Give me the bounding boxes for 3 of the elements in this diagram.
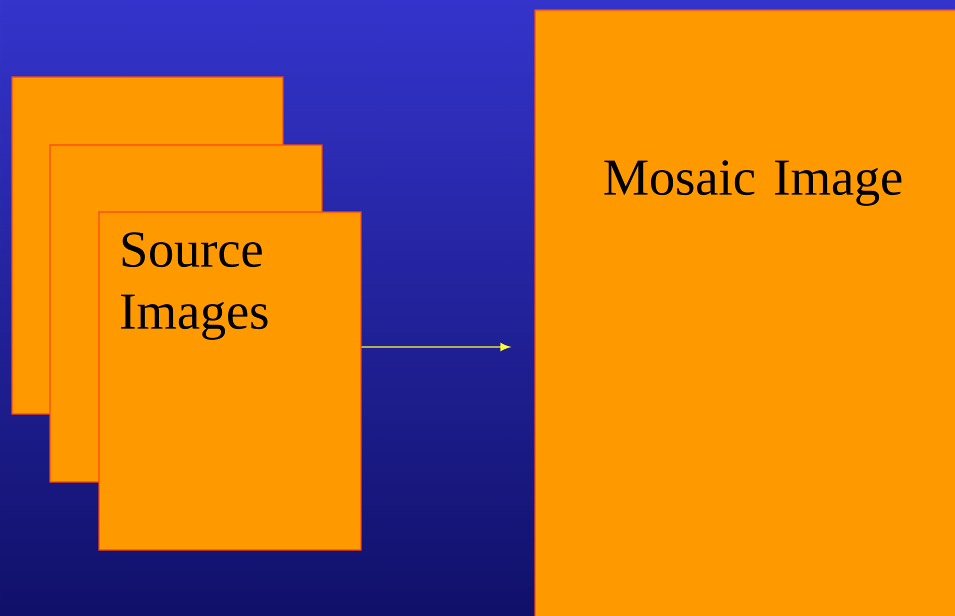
arrow [362, 343, 510, 352]
mosaic-image-card: Mosaic Image [534, 9, 955, 616]
source-image-card: Source Images [98, 211, 362, 551]
